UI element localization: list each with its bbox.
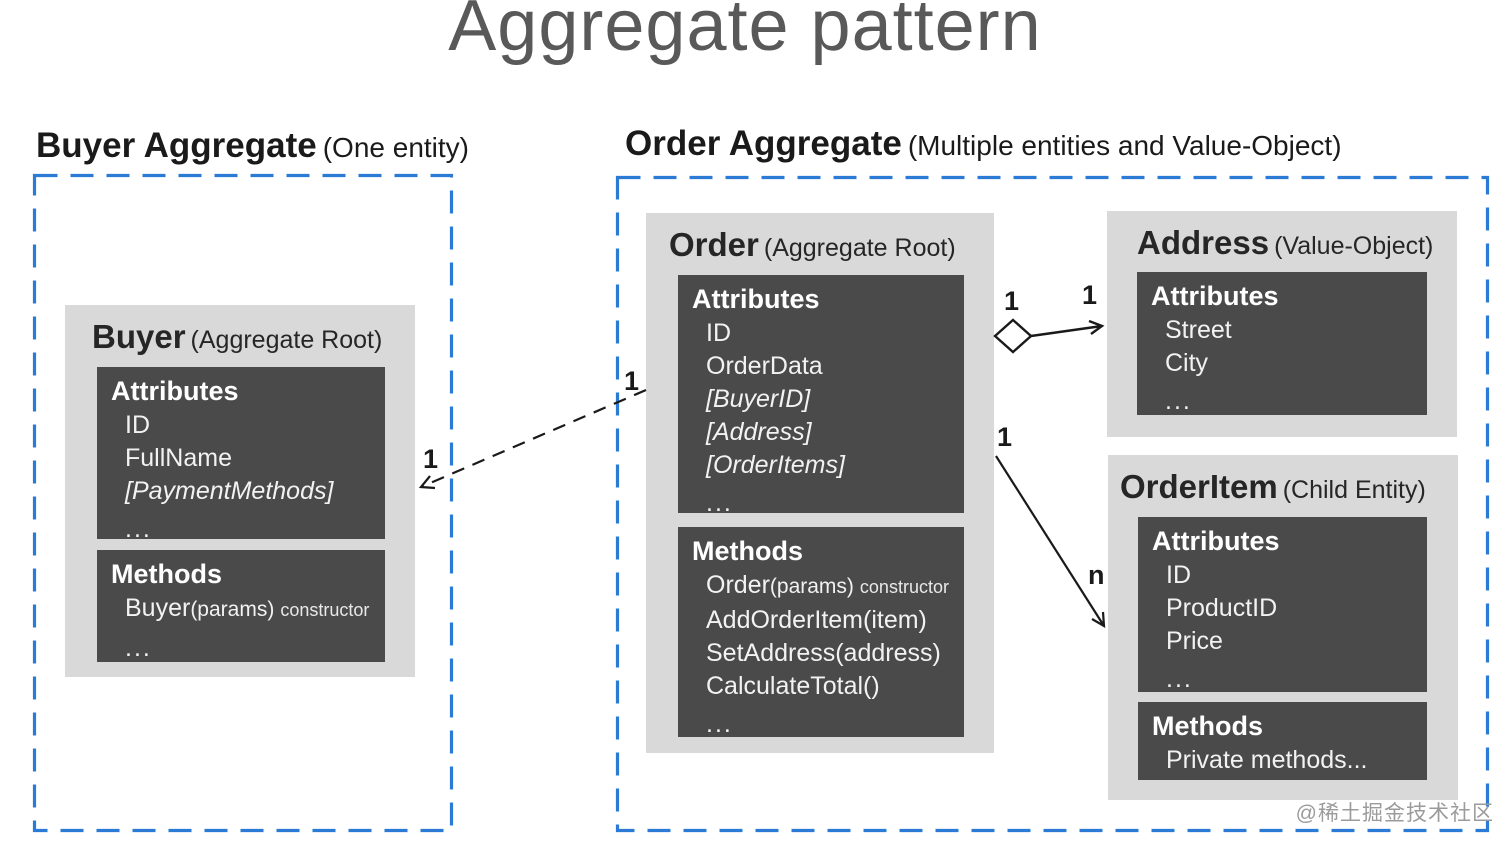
- attribute-item: Street: [1165, 316, 1232, 344]
- constructor-note: constructor: [280, 600, 370, 620]
- method-item: CalculateTotal(): [706, 672, 880, 700]
- attribute-item-ellipsis: ...: [1165, 387, 1192, 415]
- order-class-box: Order(Aggregate Root) Attributes ID Orde…: [646, 213, 994, 753]
- method-item: AddOrderItem(item): [706, 606, 927, 634]
- buyer-aggregate-name: Buyer Aggregate: [36, 126, 317, 165]
- attribute-item-ellipsis: ...: [706, 489, 733, 513]
- attribute-item: [Address]: [706, 418, 812, 446]
- multiplicity-order-end-buyer-link: 1: [624, 366, 640, 396]
- address-attributes-box: Attributes Street City ...: [1137, 272, 1427, 415]
- attribute-item: City: [1165, 349, 1209, 377]
- orderitem-methods-box: Methods Private methods...: [1138, 702, 1427, 780]
- attribute-item: ID: [125, 411, 150, 439]
- orderitem-attributes-box: Attributes ID ProductID Price ...: [1138, 517, 1427, 692]
- attribute-item: ID: [1166, 561, 1191, 589]
- order-to-address-arrow: [993, 318, 1105, 354]
- multiplicity-order-end-orderitem-link: 1: [997, 422, 1013, 452]
- orderitem-class-box: OrderItem(Child Entity) Attributes ID Pr…: [1108, 455, 1458, 800]
- order-class-title: Order(Aggregate Root): [646, 213, 994, 264]
- watermark: @稀土掘金技术社区: [1295, 802, 1494, 825]
- multiplicity-order-end-address-link: 1: [1004, 286, 1020, 316]
- address-class-stereotype: (Value-Object): [1274, 232, 1434, 260]
- attribute-item: [BuyerID]: [706, 385, 811, 413]
- constructor-note: constructor: [859, 577, 949, 597]
- method-item: SetAddress(address): [706, 639, 941, 667]
- multiplicity-orderitem-end: n: [1088, 560, 1105, 590]
- order-attributes-box: Attributes ID OrderData [BuyerID] [Addre…: [678, 275, 964, 513]
- orderitem-class-stereotype: (Child Entity): [1282, 476, 1426, 504]
- constructor-name: Buyer: [125, 594, 191, 622]
- attributes-title: Attributes: [1152, 526, 1280, 556]
- attributes-title: Attributes: [692, 284, 820, 314]
- attribute-item: [PaymentMethods]: [125, 477, 334, 505]
- method-item-ellipsis: ...: [706, 710, 733, 737]
- buyer-class-stereotype: (Aggregate Root): [190, 326, 383, 354]
- method-item-ellipsis: ...: [125, 634, 152, 662]
- attribute-item-ellipsis: ...: [1166, 665, 1193, 692]
- multiplicity-buyer-end: 1: [423, 444, 439, 474]
- multiplicity-address-end: 1: [1082, 280, 1098, 310]
- buyer-class-title: Buyer(Aggregate Root): [65, 305, 415, 356]
- orderitem-class-title: OrderItem(Child Entity): [1108, 455, 1458, 506]
- order-to-orderitem-arrow: [995, 455, 1106, 629]
- order-class-stereotype: (Aggregate Root): [763, 234, 956, 262]
- constructor-params: (params): [190, 598, 275, 621]
- order-methods-box: Methods Order(params)constructor AddOrde…: [678, 527, 964, 737]
- order-aggregate-name: Order Aggregate: [625, 124, 902, 163]
- attribute-item-ellipsis: ...: [125, 515, 152, 539]
- order-aggregate-label: Order Aggregate(Multiple entities and Va…: [625, 124, 1342, 164]
- attribute-item: OrderData: [706, 352, 823, 380]
- orderitem-class-name: OrderItem: [1120, 468, 1278, 505]
- attributes-title: Attributes: [111, 376, 239, 406]
- address-class-name: Address: [1137, 224, 1270, 261]
- attribute-item: ID: [706, 319, 731, 347]
- buyer-aggregate-label: Buyer Aggregate(One entity): [36, 126, 469, 166]
- method-item: Private methods...: [1166, 746, 1368, 774]
- attribute-item: [OrderItems]: [706, 451, 845, 479]
- attributes-title: Attributes: [1151, 281, 1279, 311]
- buyer-attributes-box: Attributes ID FullName [PaymentMethods] …: [97, 367, 385, 539]
- attribute-item: ProductID: [1166, 594, 1278, 622]
- attribute-item: Price: [1166, 627, 1223, 655]
- order-class-name: Order: [669, 226, 759, 263]
- page-title: Aggregate pattern: [448, 0, 1042, 66]
- methods-title: Methods: [692, 536, 803, 566]
- constructor-item: Order(params)constructor: [692, 569, 952, 604]
- constructor-params: (params): [769, 575, 854, 598]
- buyer-methods-box: Methods Buyer(params)constructor ...: [97, 550, 385, 662]
- constructor-name: Order: [706, 571, 770, 599]
- buyer-class-name: Buyer: [92, 318, 186, 355]
- address-class-box: Address(Value-Object) Attributes Street …: [1107, 211, 1457, 437]
- address-class-title: Address(Value-Object): [1107, 211, 1457, 262]
- buyer-class-box: Buyer(Aggregate Root) Attributes ID Full…: [65, 305, 415, 677]
- attribute-item: FullName: [125, 444, 232, 472]
- constructor-item: Buyer(params)constructor: [111, 592, 373, 627]
- order-aggregate-sublabel: (Multiple entities and Value-Object): [907, 130, 1342, 161]
- buyer-aggregate-sublabel: (One entity): [322, 132, 469, 163]
- methods-title: Methods: [111, 559, 222, 589]
- methods-title: Methods: [1152, 711, 1263, 741]
- order-to-buyer-arrow: [418, 388, 647, 490]
